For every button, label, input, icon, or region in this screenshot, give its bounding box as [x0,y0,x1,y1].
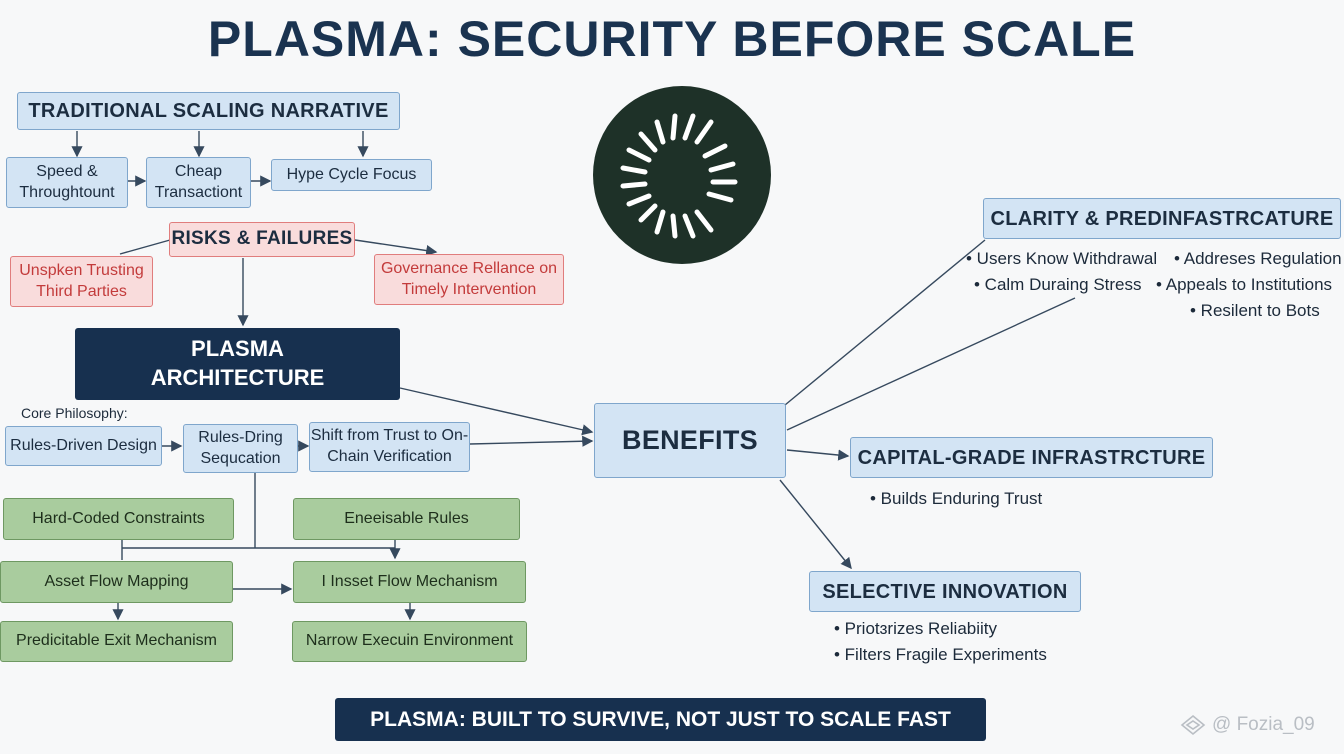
governance-box: Governance Rellance on Timely Interventi… [374,254,564,305]
speed-box: Speed & Throughtount [6,157,128,208]
selective-bullet: • Priotɜrizes Reliabiity [834,619,998,638]
clarity-bullet: • Users Know Withdrawal [966,249,1158,268]
traditional-header: TRADITIONAL SCALING NARRATIVE [17,92,400,130]
inset-flow-box: I Insset Flow Mechanism [293,561,526,603]
rules-dring-box: Rules-Dring Sequcation [183,424,298,473]
selective-header: SELECTIVE INNOVATION [809,571,1081,612]
footer-banner: PLASMA: BUILT TO SURVIVE, NOT JUST TO SC… [335,698,986,741]
unspoken-box: Unspken Trusting Third Parties [10,256,153,307]
hard-coded-box: Hard-Coded Constraints [3,498,234,540]
benefits-header: BENEFITS [594,403,786,478]
clarity-bullet: • Addreses Regulation [1174,249,1342,268]
diamond-logo-icon [1180,714,1206,736]
clarity-header: CLARITY & PREDINFASTRCATURE [983,198,1341,239]
narrow-box: Narrow Execuin Environment [292,621,527,662]
architecture-header: PLASMA ARCHITECTURE [75,328,400,400]
watermark-text: @ Fozia_09 [1212,714,1315,735]
page-title: PLASMA: SECURITY BEFORE SCALE [207,11,1137,67]
risks-header: RISKS & FAILURES [169,222,355,257]
clarity-bullet: • Resilent to Bots [1190,301,1320,320]
capital-bullet: • Builds Enduring Trust [870,489,1043,508]
predictable-box: Predicitable Exit Mechanism [0,621,233,662]
rules-driven-box: Rules-Driven Design [5,426,162,466]
asset-flow-box: Asset Flow Mapping [0,561,233,603]
enforceable-box: Eneeisable Rules [293,498,520,540]
clarity-bullet: • Calm Duraing Stress [974,275,1142,294]
clarity-bullet: • Appeals to Institutions [1156,275,1333,294]
philosophy-label: Core Philosophy: [21,405,128,421]
plasma-logo-icon [593,86,771,264]
capital-header: CAPITAL-GRADE INFRASTRCTURE [850,437,1213,478]
shift-box: Shift from Trust to On-Chain Verificatio… [309,422,470,472]
selective-bullet: • Filters Fragile Experiments [834,645,1047,664]
cheap-box: Cheap Transactiont [146,157,251,208]
watermark: @ Fozia_09 [1180,714,1315,736]
hype-box: Hype Cycle Focus [271,159,432,191]
